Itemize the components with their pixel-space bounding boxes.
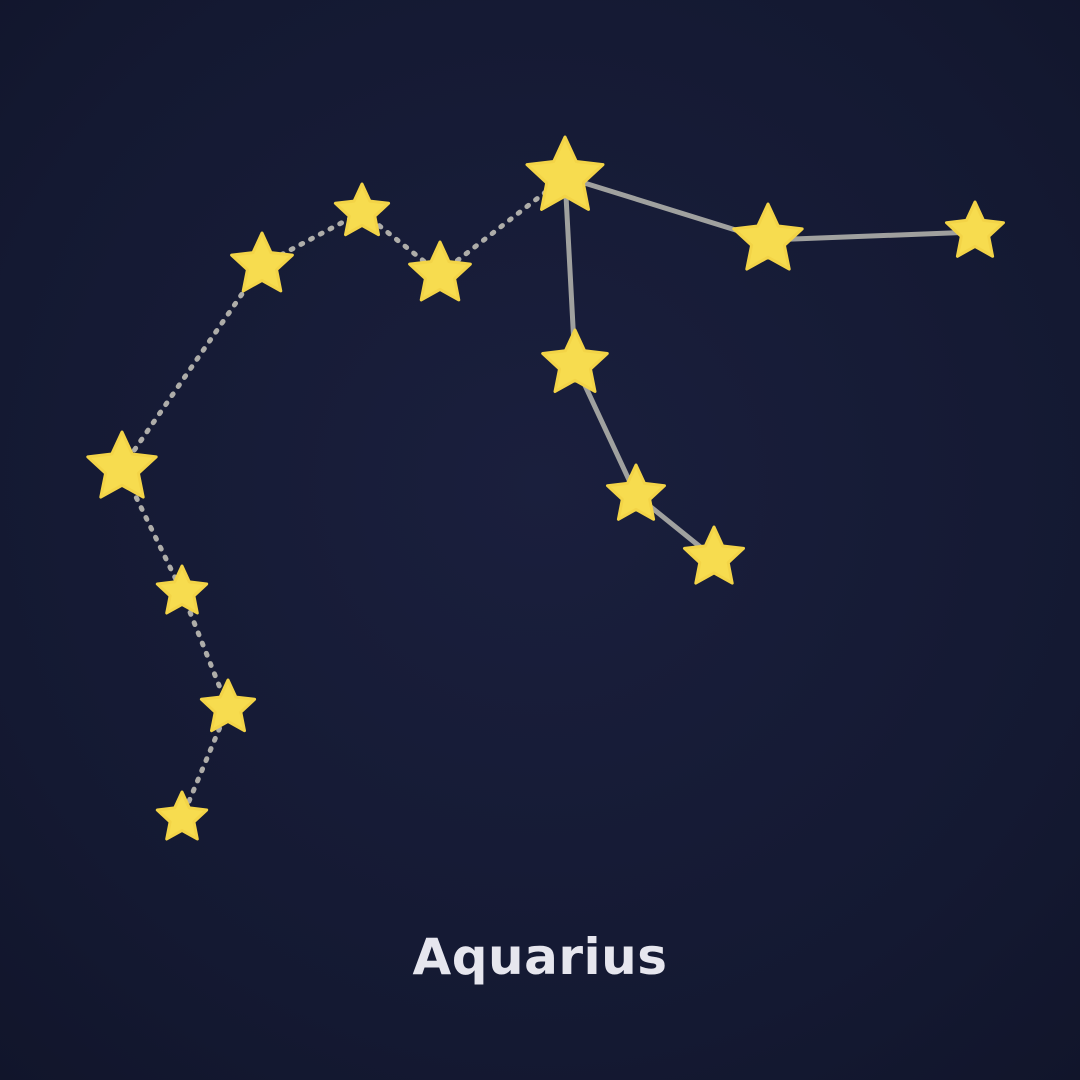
constellation-line: [179, 589, 231, 711]
star-icon: [86, 430, 158, 499]
star-icon: [408, 240, 472, 302]
star-icon: [230, 231, 294, 293]
star-icon: [606, 463, 666, 521]
star-icon: [732, 202, 804, 271]
star-icon: [525, 135, 605, 211]
constellation-line: [119, 262, 265, 471]
star-icon: [683, 525, 745, 585]
constellation-name: Aquarius: [412, 928, 668, 986]
star-icon: [945, 200, 1005, 258]
constellation-line: [765, 229, 978, 243]
constellation-stars: [86, 135, 1005, 841]
star-icon: [155, 790, 209, 841]
star-icon: [199, 678, 257, 733]
star-icon: [333, 182, 391, 237]
star-icon: [541, 328, 609, 393]
constellation-line: [259, 209, 365, 268]
star-icon: [155, 564, 209, 615]
